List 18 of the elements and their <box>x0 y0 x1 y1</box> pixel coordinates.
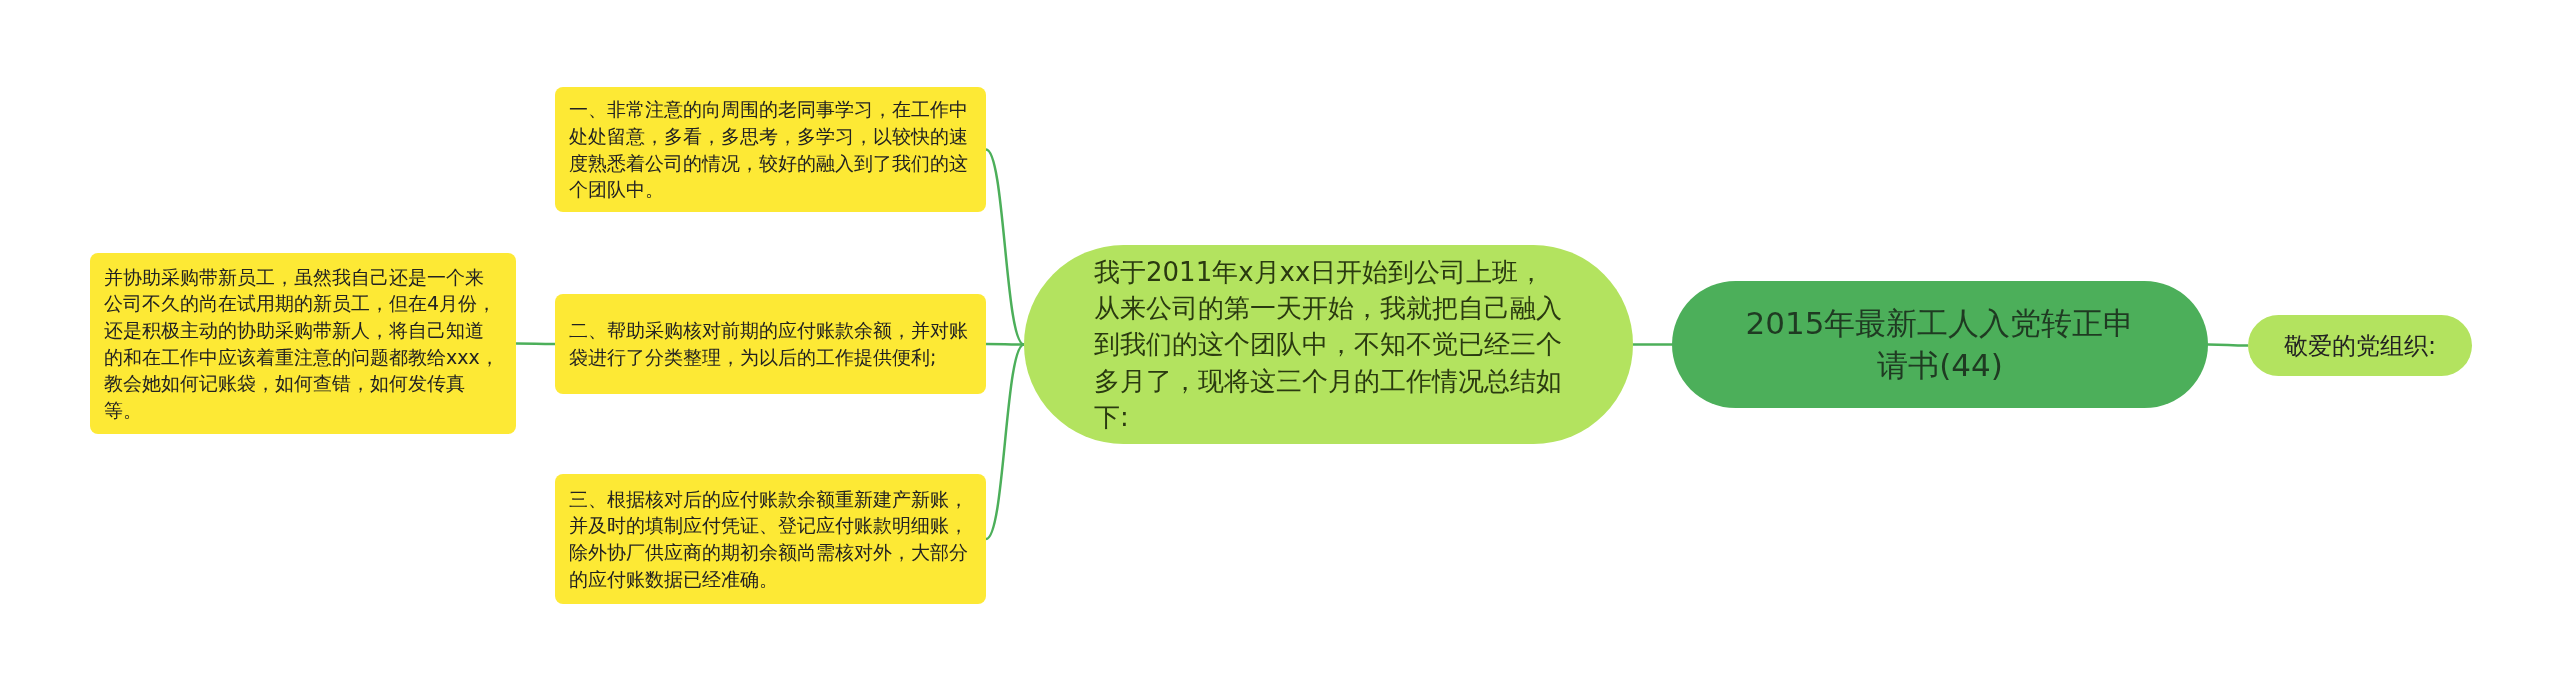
note-card <box>555 87 986 212</box>
connector-line <box>516 342 555 346</box>
connector-line <box>986 342 1024 346</box>
note-card <box>555 294 986 394</box>
node-text: 敬爱的党组织: <box>2283 330 2437 362</box>
connector-line <box>1633 343 1672 346</box>
connector-line <box>2208 343 2248 347</box>
node-text: 并协助采购带新员工，虽然我自己还是一个来公司不久的尚在试用期的新员工，但在4月份，还是积极主动的协助采购带新人，将自己知道的和在工作中应该着重注意的问题都教给xxx，教会她如何记账袋，如何查错，如何发传真等。 <box>104 264 500 423</box>
connector-line <box>985 148 1025 346</box>
node-text: 我于2011年x月xx日开始到公司上班，从来公司的第一天开始，我就把自己融入到我们的这个团队中，不知不觉已经三个多月了，现将这三个月的工作情况总结如下: <box>1094 255 1563 435</box>
note-card <box>90 253 516 434</box>
note-card <box>555 474 986 604</box>
topic-pill <box>2248 315 2472 376</box>
node-text: 2015年最新工人入党转正申请书(44) <box>1744 303 2136 385</box>
node-text: 一、非常注意的向周围的老同事学习，在工作中处处留意，多看，多思考，多学习，以较快的速度熟悉着公司的情况，较好的融入到了我们的这个团队中。 <box>569 97 969 203</box>
node-text: 二、帮助采购核对前期的应付账款余额，并对账袋进行了分类整理，为以后的工作提供便利; <box>569 318 969 370</box>
connector-line <box>985 343 1025 540</box>
node-text: 三、根据核对后的应付账款余额重新建产新账，并及时的填制应付凭证、登记应付账款明细账，除外协厂供应商的期初余额尚需核对外，大部分的应付账数据已经准确。 <box>569 486 969 592</box>
